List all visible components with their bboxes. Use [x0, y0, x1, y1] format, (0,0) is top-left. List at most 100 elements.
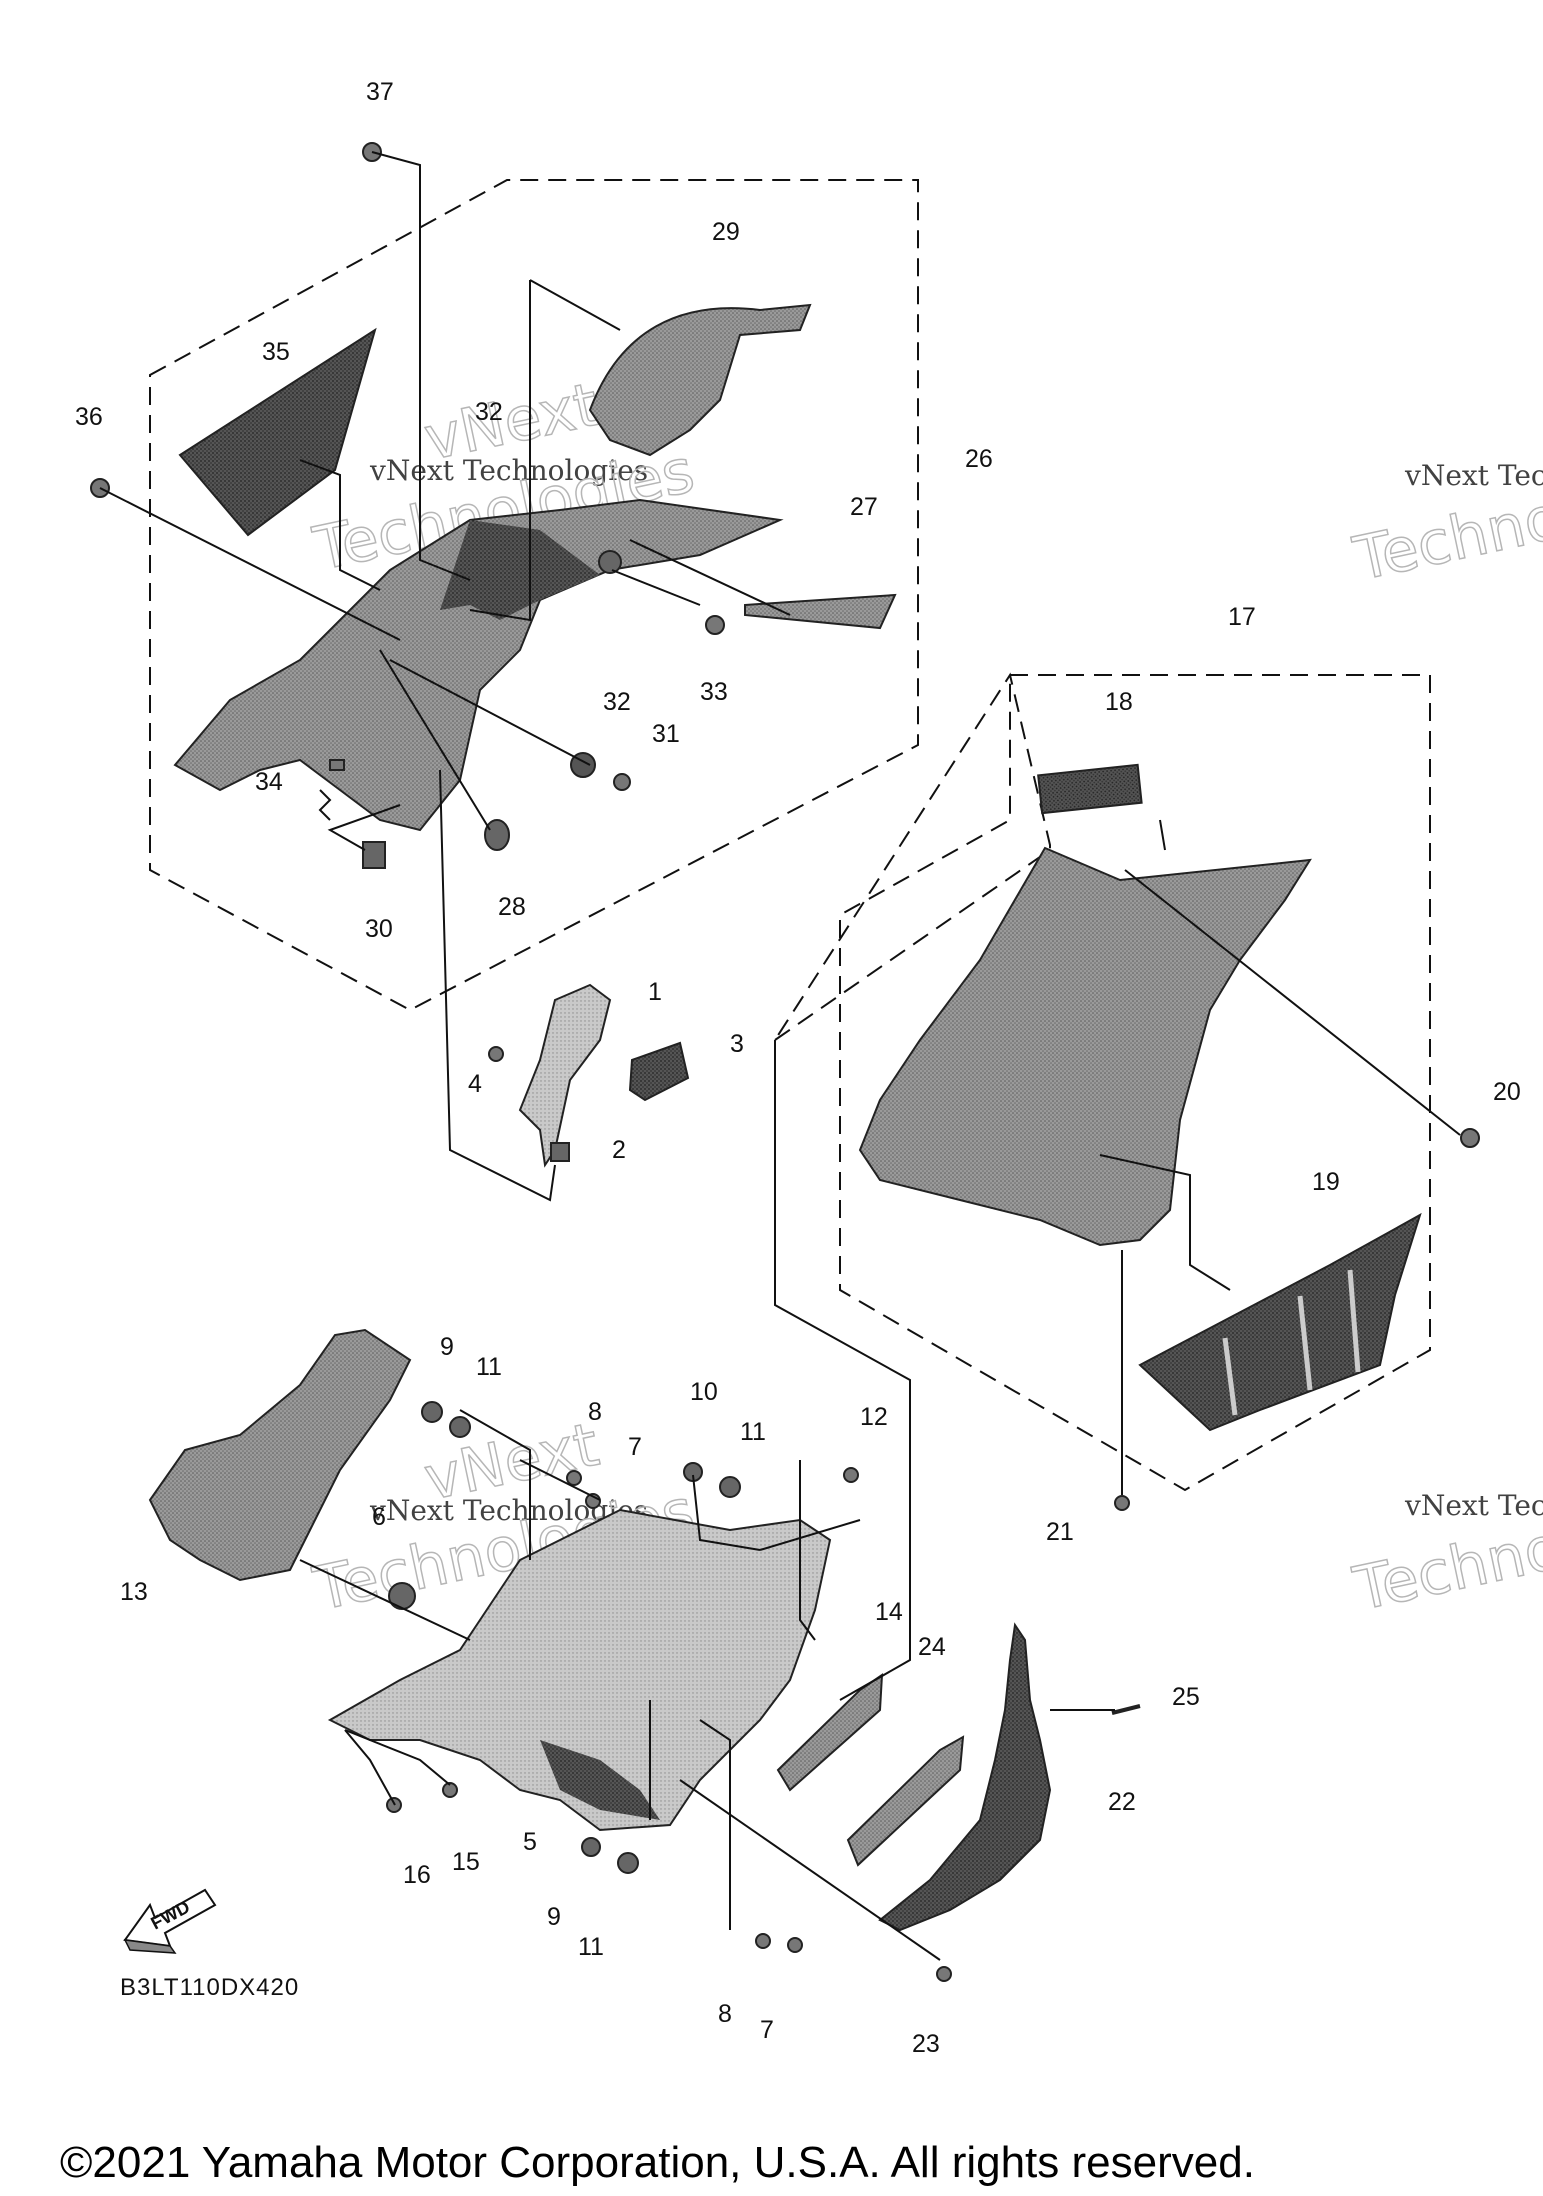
part-25-clip: [1111, 1704, 1141, 1715]
svg-text:vNext Technologies: vNext Technologies: [369, 454, 648, 487]
callout-7-upper: 7: [628, 1433, 642, 1461]
watermark-right-top: vNext Tec Techno: [1347, 459, 1543, 596]
fwd-arrow-icon: FWD: [123, 1888, 217, 1954]
callout-35: 35: [262, 338, 290, 366]
part-3-pad: [628, 1041, 690, 1102]
callout-8-upper: 8: [588, 1398, 602, 1426]
part-24-strip: [846, 1735, 965, 1867]
part-32-grommet-a: [598, 550, 622, 574]
callout-14: 14: [875, 1598, 903, 1626]
callout-20: 20: [1493, 1078, 1521, 1106]
part-26-inner-dark: [440, 520, 600, 620]
callout-8-lower: 8: [718, 2000, 732, 2028]
diagram-code: B3LT110DX420: [120, 1974, 299, 2001]
callout-28: 28: [498, 893, 526, 921]
callout-30: 30: [365, 915, 393, 943]
part-19-stripe-c: [1347, 1269, 1361, 1373]
part-34-clip: [329, 759, 345, 771]
part-29-cover: [588, 303, 812, 457]
part-8-washer-a: [566, 1470, 582, 1486]
callout-21: 21: [1046, 1518, 1074, 1546]
part-35-panel: [178, 327, 377, 537]
part-9-nut-a: [421, 1401, 443, 1423]
callouts: 37 29 35 36 32 26 27 33 32 31 34 28 30 1…: [75, 78, 1521, 2058]
callout-25: 25: [1172, 1683, 1200, 1711]
part-19-stripe-b: [1297, 1295, 1313, 1391]
callout-33: 33: [700, 678, 728, 706]
part-31-nut: [613, 773, 631, 791]
part-28-grommet: [484, 819, 510, 851]
callout-6: 6: [372, 1503, 386, 1531]
callout-2: 2: [612, 1136, 626, 1164]
callout-10: 10: [690, 1378, 718, 1406]
part-19-stripe-a: [1222, 1337, 1238, 1416]
group-box-17-inner: [774, 672, 1051, 1041]
svg-text:Techno: Techno: [1348, 1513, 1543, 1625]
part-18-strip: [1037, 763, 1143, 815]
callout-9-lower: 9: [547, 1903, 561, 1931]
part-11-grommet-a: [449, 1416, 471, 1438]
svg-text:vNext Tec: vNext Tec: [1404, 459, 1543, 492]
part-19-decal: [1138, 1212, 1422, 1432]
part-12-nut: [843, 1467, 859, 1483]
callout-34: 34: [255, 768, 283, 796]
svg-text:Techno: Techno: [1348, 483, 1543, 595]
callout-11-lower: 11: [578, 1933, 604, 1961]
callout-4: 4: [468, 1070, 482, 1098]
part-17-side-cover: [858, 846, 1312, 1247]
part-20-bolt: [1460, 1128, 1480, 1148]
callout-27: 27: [850, 493, 878, 521]
callout-3: 3: [730, 1030, 744, 1058]
callout-36: 36: [75, 403, 103, 431]
group-box-26: [149, 179, 919, 1012]
callout-17: 17: [1228, 603, 1256, 631]
callout-32-upper: 32: [475, 398, 503, 426]
part-4-bolt: [488, 1046, 504, 1062]
callout-1: 1: [648, 978, 662, 1006]
callout-11-mid: 11: [740, 1418, 766, 1446]
group-box-17: [839, 674, 1431, 1492]
callout-18: 18: [1105, 688, 1133, 716]
part-7-bolt-b: [787, 1937, 803, 1953]
callout-5: 5: [523, 1828, 537, 1856]
callout-24: 24: [918, 1633, 946, 1661]
part-9-nut-b: [581, 1837, 601, 1857]
part-8-washer-b: [755, 1933, 771, 1949]
callout-9-upper: 9: [440, 1333, 454, 1361]
part-6-grommet: [388, 1582, 416, 1610]
callout-26: 26: [965, 445, 993, 473]
callout-37: 37: [366, 78, 394, 106]
callout-12: 12: [860, 1403, 888, 1431]
part-11-grommet-b: [719, 1476, 741, 1498]
callout-31: 31: [652, 720, 680, 748]
leader-lines: [99, 151, 1461, 1961]
part-21-bolt: [1114, 1495, 1130, 1511]
callout-11-upper: 11: [476, 1353, 502, 1381]
part-13-cover: [148, 1328, 412, 1582]
callout-16: 16: [403, 1861, 431, 1889]
callout-15: 15: [452, 1848, 480, 1876]
part-1-bracket: [518, 983, 612, 1168]
part-23-bolt: [936, 1966, 952, 1982]
part-30-clip: [362, 841, 386, 869]
part-2-clip: [550, 1142, 570, 1162]
watermark-right-bottom: vNext Tec Techno: [1347, 1489, 1543, 1626]
part-33-nut: [705, 615, 725, 635]
callout-19: 19: [1312, 1168, 1340, 1196]
part-15-bolt: [442, 1782, 458, 1798]
part-22-cover: [878, 1622, 1052, 1932]
part-27-strip: [744, 593, 897, 630]
callout-23: 23: [912, 2030, 940, 2058]
callout-7-lower: 7: [760, 2016, 774, 2044]
callout-29: 29: [712, 218, 740, 246]
part-5-frame: [327, 1508, 832, 1832]
callout-13: 13: [120, 1578, 148, 1606]
callout-32-lower: 32: [603, 688, 631, 716]
copyright-notice: ©2021 Yamaha Motor Corporation, U.S.A. A…: [60, 2138, 1255, 2187]
part-14-strip: [776, 1673, 884, 1792]
part-5-frame-dark: [540, 1740, 660, 1820]
callout-22: 22: [1108, 1788, 1136, 1816]
svg-text:vNext Tec: vNext Tec: [1404, 1489, 1543, 1522]
part-11-grommet-c: [617, 1852, 639, 1874]
